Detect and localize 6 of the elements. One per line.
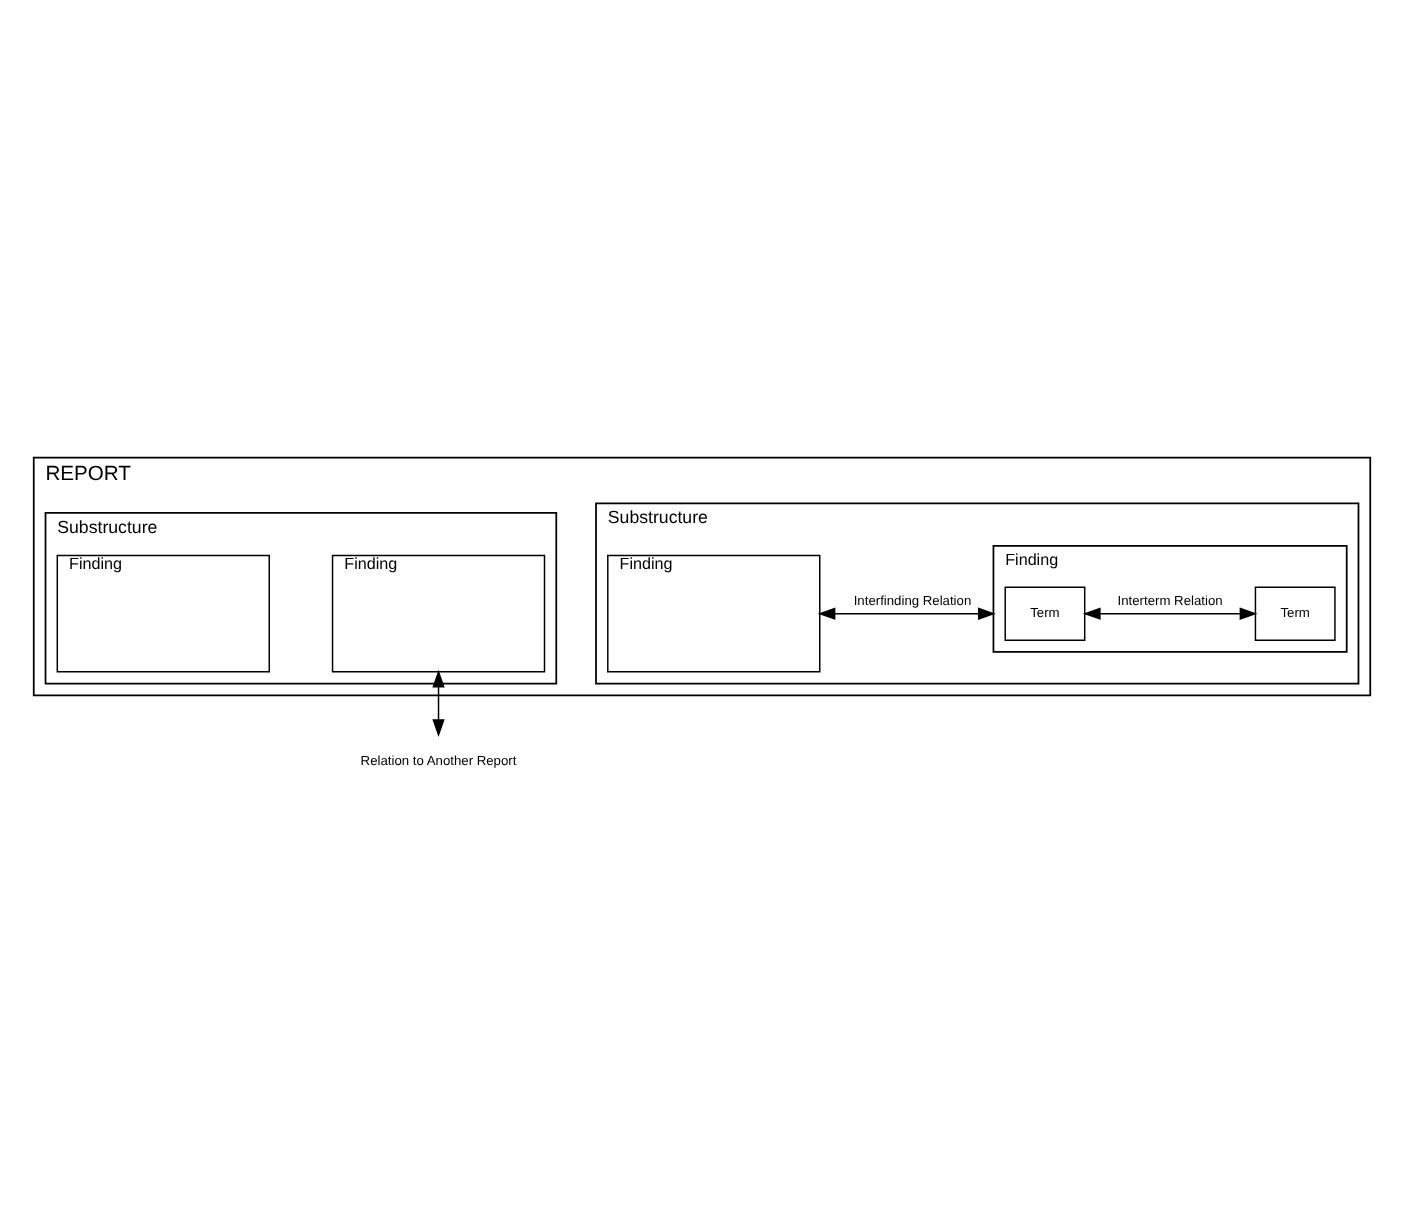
node-box: Finding [56,553,270,672]
node-box: Finding [331,553,546,672]
arrow [432,668,445,737]
arrow [817,606,996,619]
arrow [1082,606,1258,619]
node-box: Finding [607,553,821,672]
